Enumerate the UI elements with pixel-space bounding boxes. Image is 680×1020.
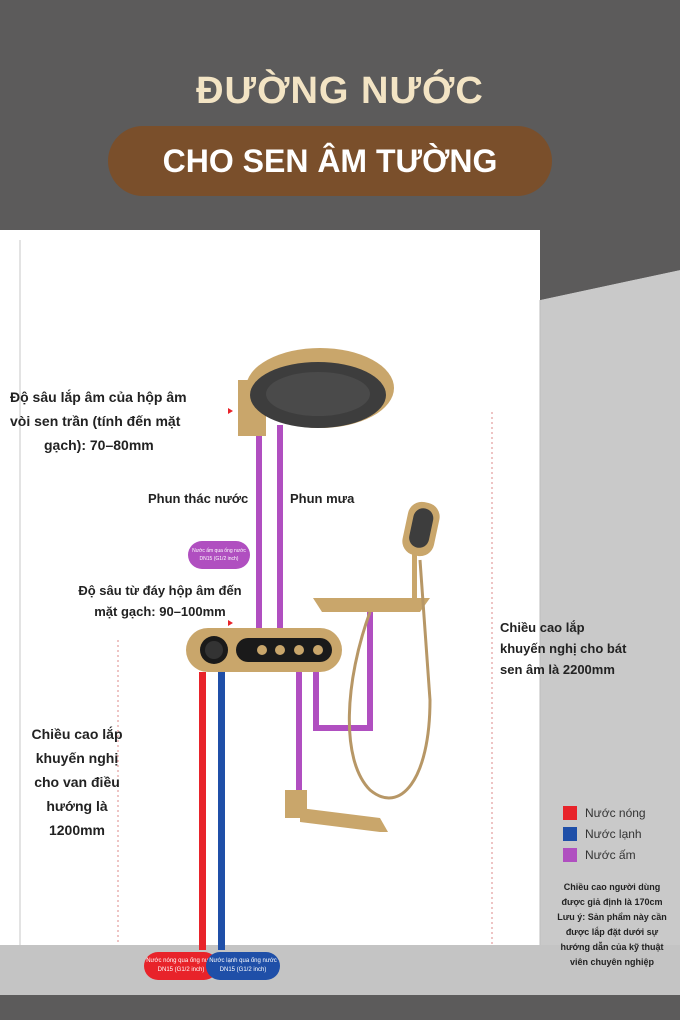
handshower-hose [347, 559, 432, 800]
legend-warm-swatch [563, 848, 577, 862]
label-valve-height: Chiều cao lắp khuyến nghị cho van điều h… [31, 726, 123, 838]
title-pill [108, 126, 552, 196]
cold-water-badge: Nước lạnh qua ống nước DN15 (G1/2 inch) [206, 952, 280, 980]
pipe-waterfall [256, 425, 262, 635]
spout [300, 808, 388, 832]
floor [0, 945, 680, 995]
installation-note: Chiều cao người dùng được giả định là 17… [557, 882, 667, 967]
label-waterfall: Phun thác nước [148, 491, 249, 506]
back-wall [0, 230, 540, 945]
pipe-cold [218, 672, 225, 950]
label-shower-height: Chiều cao lắp khuyến nghị cho bát sen âm… [500, 620, 627, 677]
legend-cold-swatch [563, 827, 577, 841]
ceiling-right [540, 230, 680, 300]
legend-hot-swatch [563, 806, 577, 820]
pipe-hot [199, 672, 206, 950]
warm-water-badge: Nước ấm qua ống nước DN15 (G1/2 inch) [188, 541, 250, 569]
hot-water-badge: Nước nóng qua ống nước DN15 (G1/2 inch) [144, 952, 218, 980]
label-rain: Phun mưa [290, 491, 355, 506]
pipe-rain [277, 425, 283, 635]
page-title-line2: CHO SEN ÂM TƯỜNG [162, 143, 498, 179]
handshower-rail [412, 520, 417, 600]
wall-top-slope [60, 230, 540, 300]
page-title-line1: ĐƯỜNG NƯỚC [196, 70, 484, 112]
pipe-handshower [313, 612, 373, 731]
bottom-strip [0, 995, 680, 1020]
label-box-depth: Độ sâu từ đáy hộp âm đến mặt gạch: 90–10… [78, 583, 242, 619]
pipe-spout [296, 672, 302, 790]
label-ceiling-depth: Độ sâu lắp âm của hộp âm vòi sen trần (t… [10, 389, 187, 453]
